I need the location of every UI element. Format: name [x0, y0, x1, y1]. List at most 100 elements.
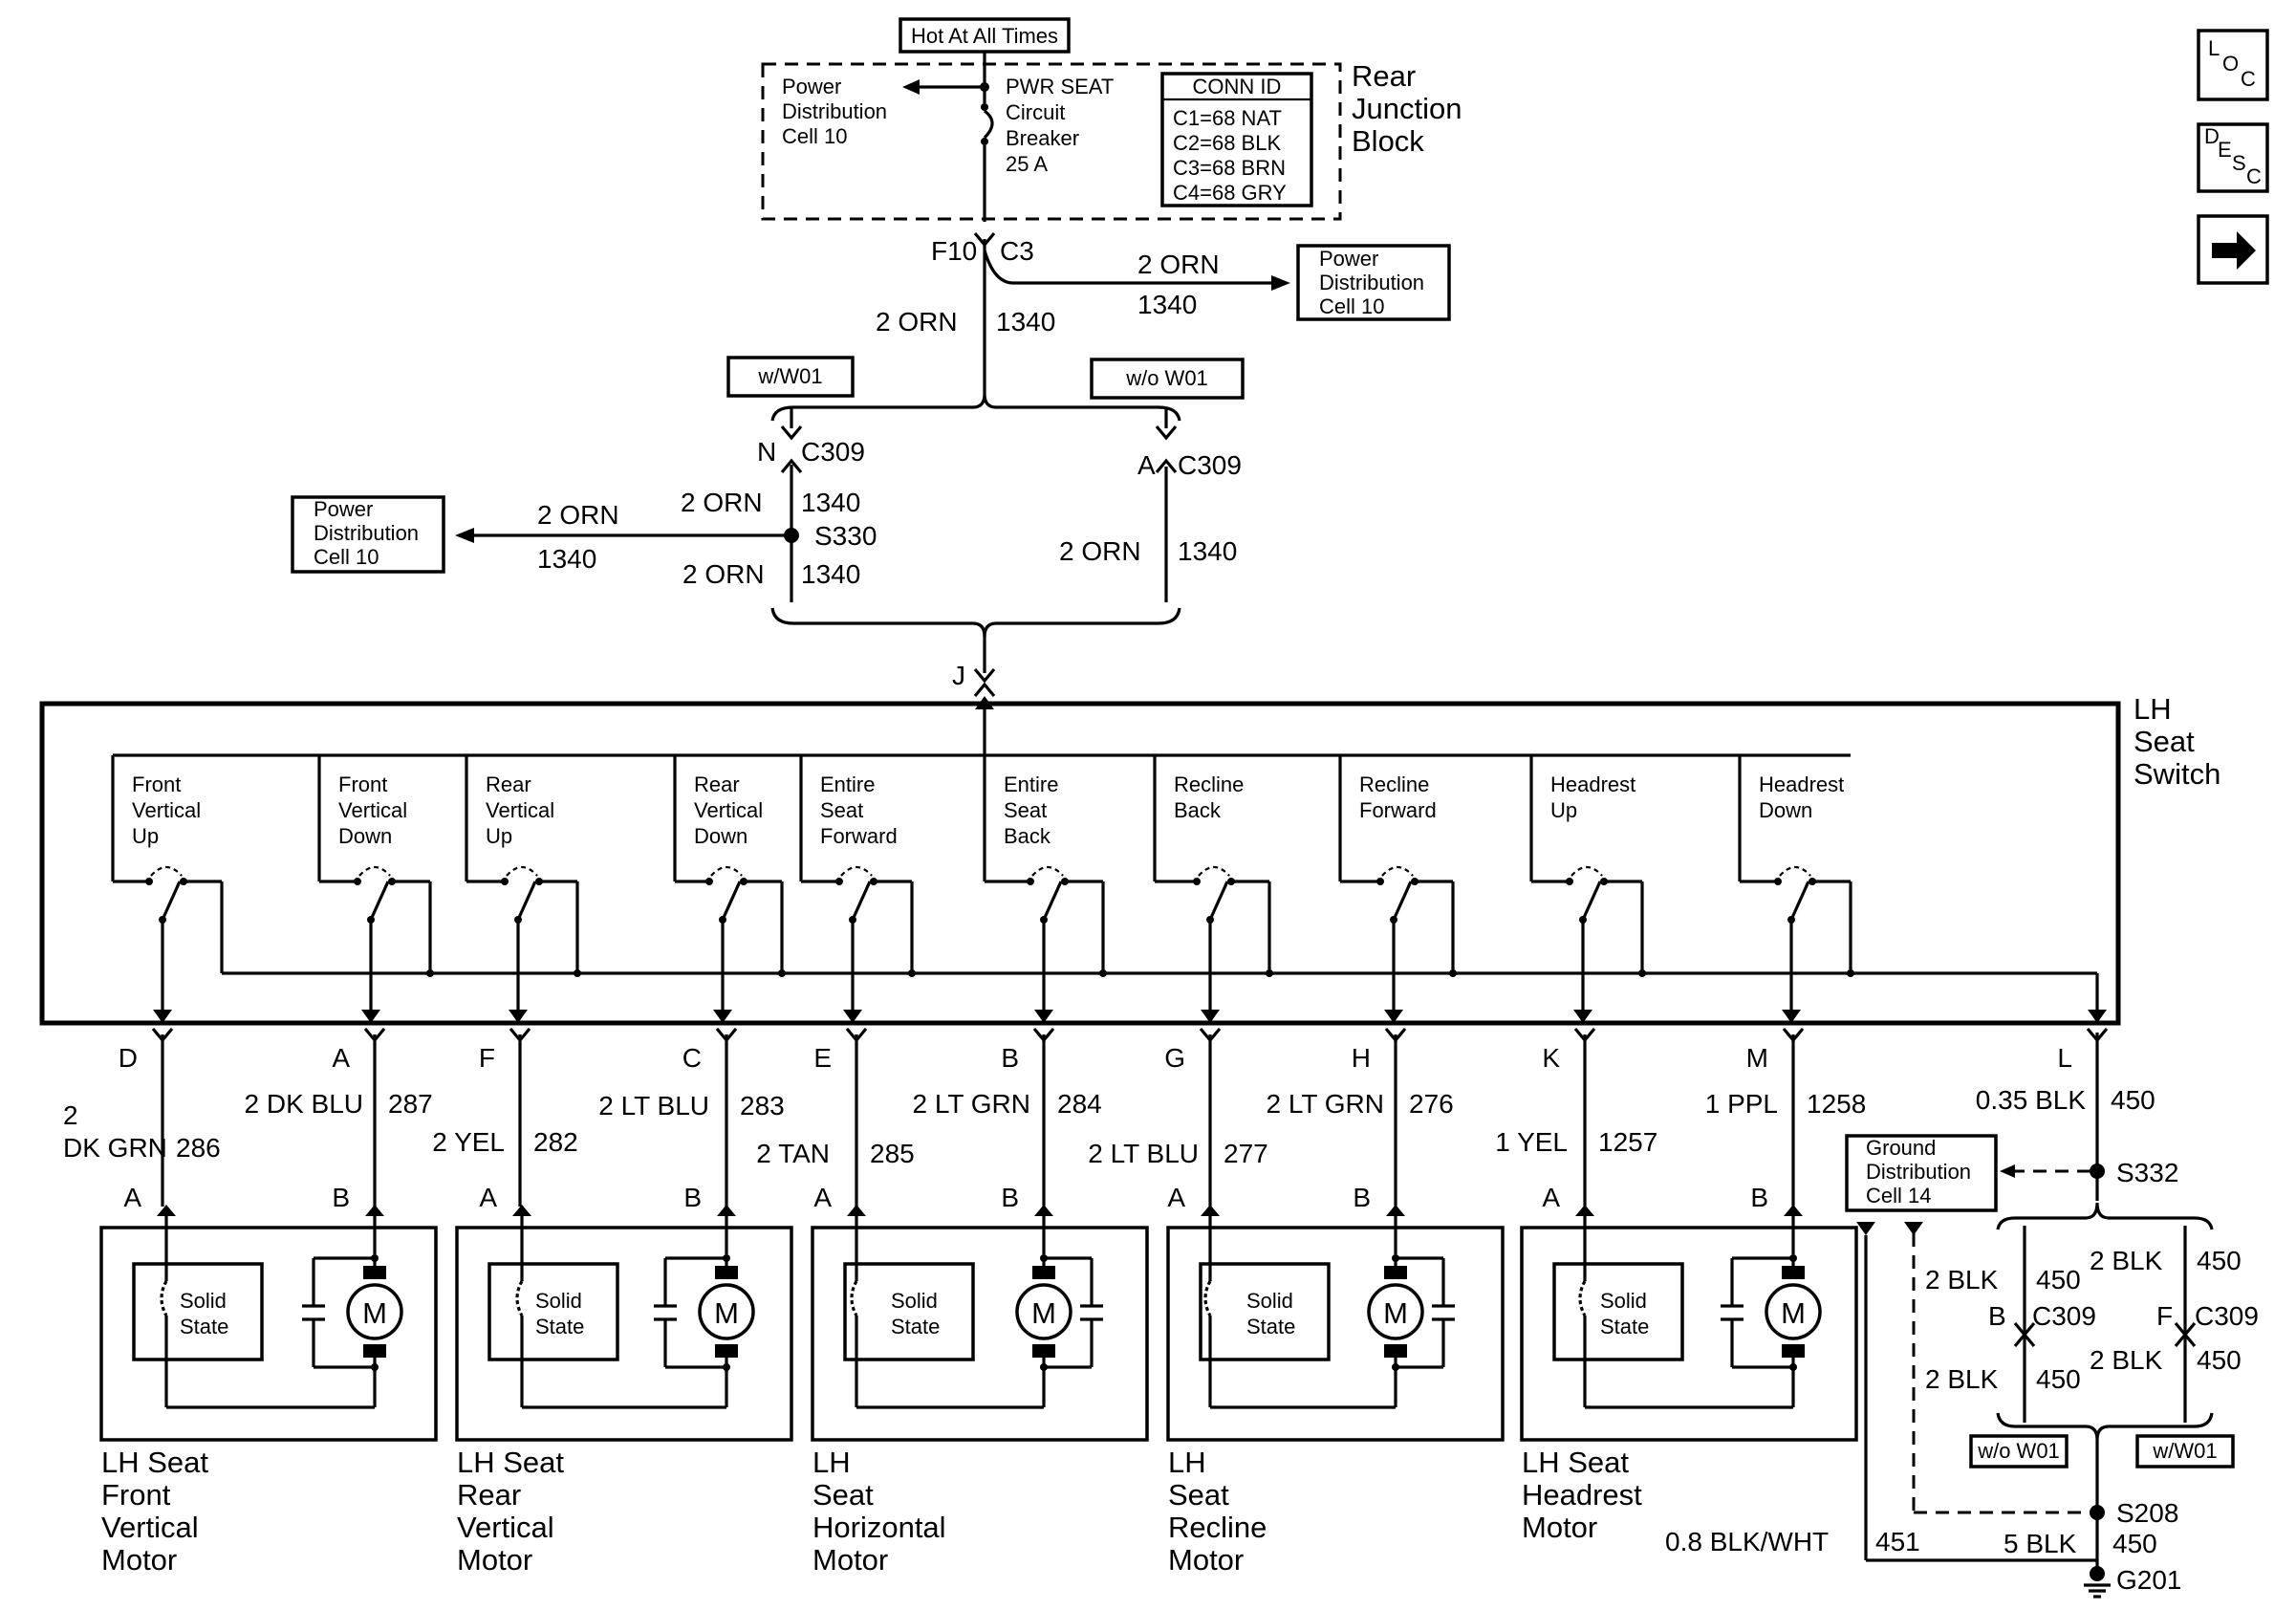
breaker-terminal-icon — [981, 138, 988, 145]
motor-pin-b-label: B — [683, 1183, 702, 1212]
breaker-terminal-icon — [981, 103, 988, 111]
arrow-down-icon — [509, 1010, 528, 1023]
pin-label: E — [813, 1043, 832, 1073]
pin-label: H — [1352, 1043, 1371, 1073]
arrow-left-icon — [2000, 1164, 2015, 1178]
motor-icon — [1015, 1283, 1072, 1340]
w-w01-label: w/W01 — [2152, 1439, 2217, 1463]
wire-circuit-label: 277 — [1224, 1139, 1268, 1168]
motor-icon — [698, 1283, 755, 1340]
conn-id-title: CONN ID — [1193, 75, 1282, 98]
wire-circuit-label: 1257 — [1598, 1127, 1657, 1157]
loc-letter-l: L — [2208, 36, 2220, 60]
desc-button[interactable]: D E S C — [2197, 122, 2269, 193]
next-page-button[interactable] — [2197, 214, 2269, 285]
arrow-down-icon — [1384, 1010, 1403, 1023]
desc-letter-c: C — [2246, 164, 2262, 188]
wire-circuit-label: 1258 — [1807, 1089, 1866, 1119]
wire-color-label: 2 LT BLU — [1088, 1139, 1199, 1168]
motor-pin-a-label: A — [1167, 1183, 1185, 1212]
arrow-up-icon — [157, 1205, 176, 1216]
motor-symbol-label: M — [1383, 1296, 1408, 1330]
pin-label: G — [1164, 1043, 1185, 1073]
arrow-down-icon — [2088, 1010, 2107, 1023]
s332-label: S332 — [2116, 1158, 2178, 1187]
solid-state-module — [843, 1262, 975, 1361]
wire-circuit-label: 450 — [2197, 1246, 2242, 1275]
solid-state-module — [1199, 1262, 1331, 1361]
motor-pin-a-label: A — [479, 1183, 497, 1212]
wire-color-label: 1 PPL — [1705, 1089, 1778, 1119]
arrow-up-icon — [365, 1205, 384, 1216]
arrow-left-icon — [455, 528, 474, 543]
option-brace — [1996, 1202, 2214, 1230]
motor-pin-a-label: A — [123, 1183, 141, 1212]
arrow-down-icon — [843, 1010, 862, 1023]
branch-wire — [983, 250, 1271, 285]
arrow-left-icon — [902, 79, 920, 95]
wire-color-label: 2 TAN — [756, 1139, 830, 1168]
g201-label: G201 — [2116, 1565, 2182, 1595]
arrow-right-icon — [2212, 231, 2256, 270]
s208-label: S208 — [2116, 1498, 2178, 1528]
motor-pin-b-label: B — [1353, 1183, 1371, 1212]
pin-label: M — [1746, 1043, 1768, 1073]
conn-id-row: C3=68 BRN — [1173, 156, 1286, 180]
wire-circuit-label: 1340 — [996, 307, 1055, 337]
s330-label: S330 — [814, 521, 877, 551]
connector-icon — [973, 667, 996, 684]
wire-circuit-label: 286 — [176, 1133, 221, 1163]
motor-symbol-label: M — [1781, 1296, 1806, 1330]
arrow-up-icon — [1201, 1205, 1220, 1216]
wire-circuit-label: 276 — [1409, 1089, 1454, 1119]
wire-color-label: 2 BLK — [2090, 1345, 2163, 1375]
motor-pin-a-label: A — [813, 1183, 832, 1212]
wire-circuit-label: 284 — [1057, 1089, 1102, 1119]
motor-pin-a-label: A — [1542, 1183, 1560, 1212]
wire-circuit-label: 450 — [2112, 1529, 2157, 1558]
wo-w01-label: w/o W01 — [1977, 1439, 2060, 1463]
motor-icon — [1765, 1283, 1822, 1340]
pin-j-label: J — [952, 661, 965, 690]
wire-circuit-label: 287 — [388, 1089, 433, 1119]
c309-label: C309 — [2032, 1301, 2096, 1331]
arrow-down-icon — [713, 1010, 732, 1023]
hot-at-all-times-tag: Hot At All Times — [899, 17, 1071, 54]
loc-button[interactable]: L O C — [2197, 29, 2269, 101]
desc-letter-e: E — [2218, 138, 2232, 162]
ground-symbol-icon — [2084, 1583, 2111, 1599]
option-brace — [770, 607, 1181, 638]
s208-splice-dot — [2090, 1505, 2105, 1520]
pin-label: K — [1542, 1043, 1560, 1073]
arrow-up-icon — [512, 1205, 531, 1216]
arrow-down-icon — [1573, 1010, 1592, 1023]
harness-wire-g: G 2 LT BLU 277 — [1088, 1027, 1268, 1207]
motor-pin-b-label: B — [1001, 1183, 1019, 1212]
